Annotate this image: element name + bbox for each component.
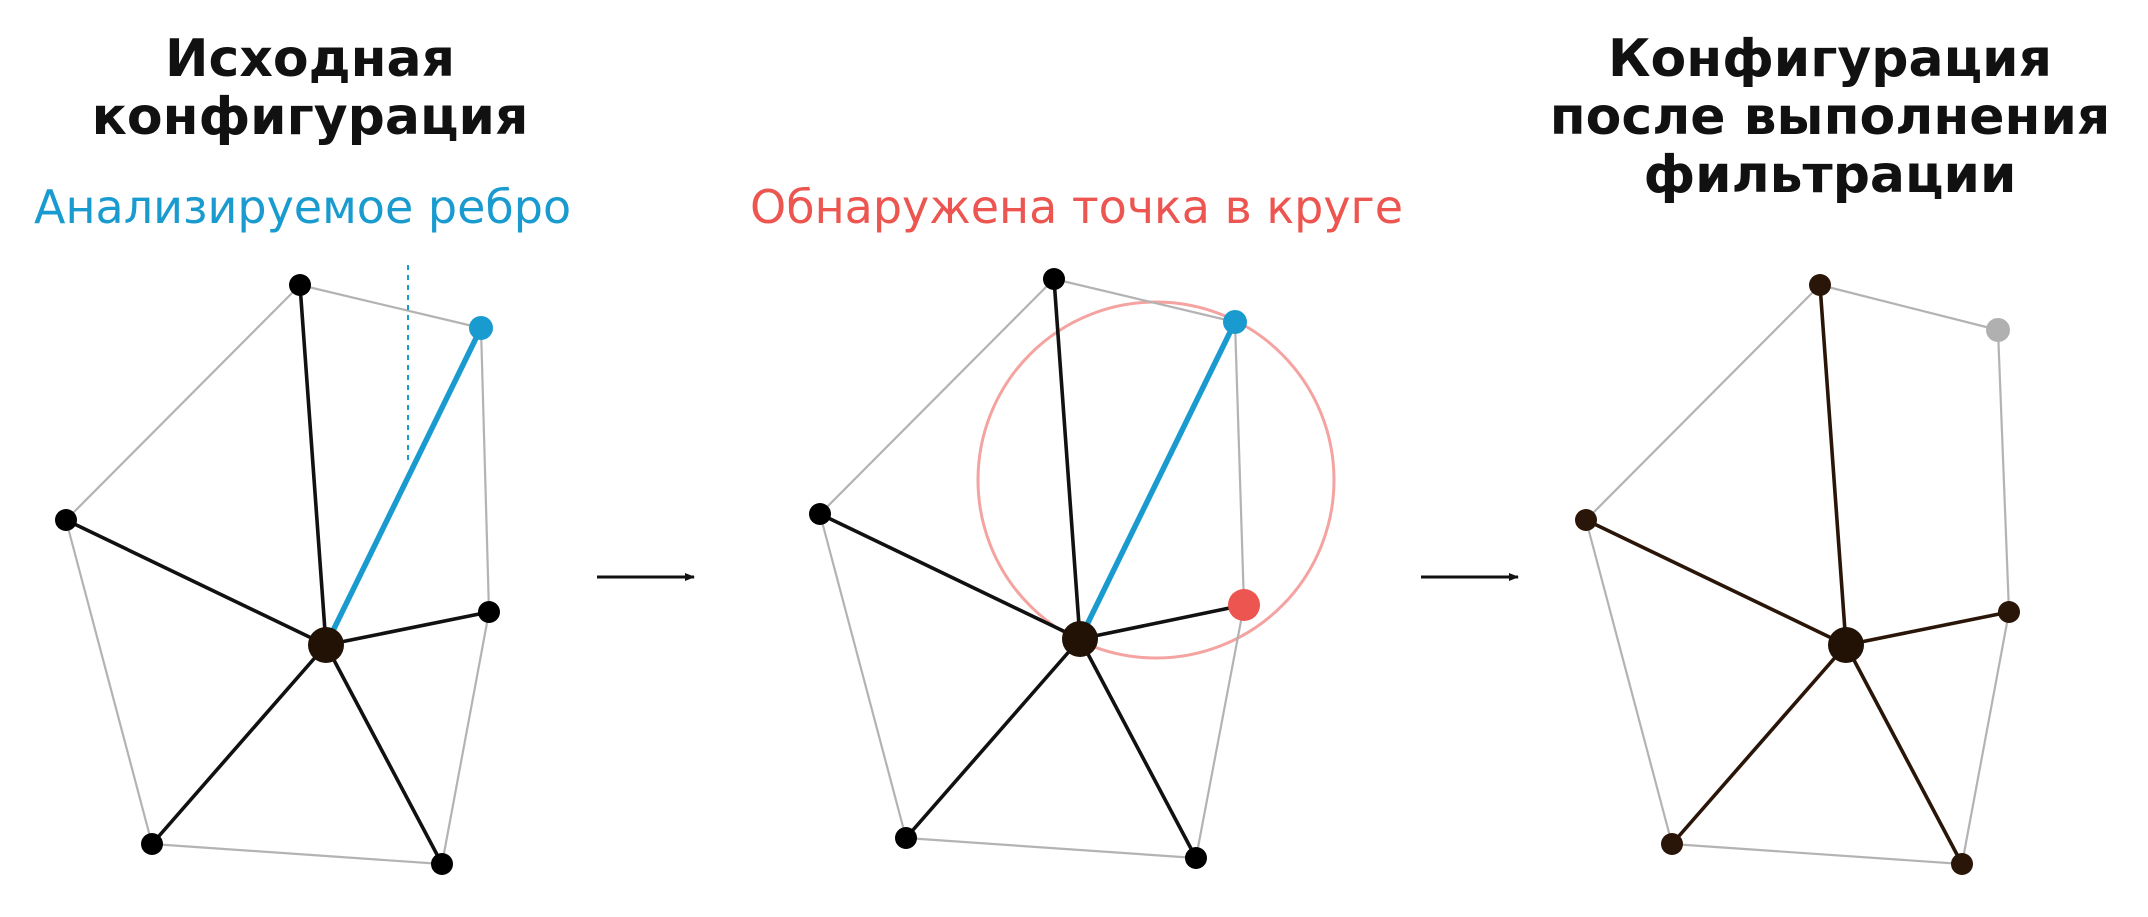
inner-edge <box>1052 277 1082 641</box>
outer-edge <box>1194 603 1246 860</box>
point-in-circle-node <box>1228 589 1260 621</box>
outer-edge <box>818 277 1056 516</box>
outer-edge <box>440 610 491 866</box>
inner-edge <box>1844 643 1964 866</box>
center-vertex-node <box>1828 627 1864 663</box>
inner-edge <box>298 283 328 647</box>
inner-edge <box>1584 518 1848 647</box>
inner-edge <box>150 643 328 846</box>
vertex-node <box>141 833 163 855</box>
vertex-node <box>1661 833 1683 855</box>
point-in-circle-caption: Обнаружена точка в круге <box>750 180 1404 234</box>
result-graph <box>1575 274 2020 875</box>
vertex-node <box>55 509 77 531</box>
inner-edge <box>1844 610 2011 647</box>
analyzed-edge <box>1077 319 1238 642</box>
filtered-vertex-node <box>1986 318 2010 342</box>
vertex-node <box>809 503 831 525</box>
result-title-line-1: Конфигурация <box>1608 29 2052 89</box>
outer-edge <box>1996 328 2011 614</box>
inner-edge <box>64 518 328 647</box>
outer-edge <box>1052 277 1237 324</box>
initial-graph <box>55 265 500 875</box>
vertex-node <box>1951 853 1973 875</box>
inner-edge <box>324 610 491 647</box>
inner-edge <box>1078 637 1198 860</box>
circumcircle <box>976 300 1336 660</box>
vertex-node <box>289 274 311 296</box>
vertex-node <box>1809 274 1831 296</box>
vertex-node <box>1185 847 1207 869</box>
inner-edge <box>818 512 1082 641</box>
result-title-line-2: после выполнения <box>1549 87 2111 147</box>
outer-edge <box>479 326 491 614</box>
outer-edge <box>1960 610 2011 866</box>
outer-edge <box>1584 283 1822 522</box>
inner-edge <box>1078 603 1246 641</box>
vertex-node <box>895 827 917 849</box>
middle-graph <box>809 268 1336 869</box>
analyzed-vertex-node <box>469 316 493 340</box>
vertex-node <box>1575 509 1597 531</box>
initial-title-line-2: конфигурация <box>91 87 529 147</box>
inner-edge <box>1670 643 1848 846</box>
inner-edge <box>904 637 1082 840</box>
result-title-line-3: фильтрации <box>1643 145 2017 205</box>
inner-edge <box>1818 283 1848 647</box>
center-vertex-node <box>1062 621 1098 657</box>
outer-edge <box>818 512 908 840</box>
vertex-node <box>478 601 500 623</box>
outer-edge <box>1670 842 1964 866</box>
outer-edge <box>64 283 302 522</box>
initial-title-line-1: Исходная <box>164 29 455 89</box>
center-vertex-node <box>308 627 344 663</box>
outer-edge <box>1818 283 2000 332</box>
inner-edge <box>324 643 444 866</box>
vertex-node <box>431 853 453 875</box>
outer-edge <box>150 842 444 866</box>
outer-edge <box>1584 518 1674 846</box>
outer-edge <box>904 836 1198 860</box>
initial-configuration-title: Исходная конфигурация <box>40 30 580 146</box>
result-configuration-title: Конфигурация после выполнения фильтрации <box>1520 30 2140 204</box>
outer-edge <box>1233 320 1246 607</box>
outer-edge <box>298 283 483 330</box>
outer-edge <box>64 518 154 846</box>
vertex-node <box>1043 268 1065 290</box>
analyzed-edge <box>323 325 484 648</box>
analyzed-edge-caption: Анализируемое ребро <box>34 180 572 234</box>
vertex-node <box>1998 601 2020 623</box>
analyzed-vertex-node <box>1223 310 1247 334</box>
